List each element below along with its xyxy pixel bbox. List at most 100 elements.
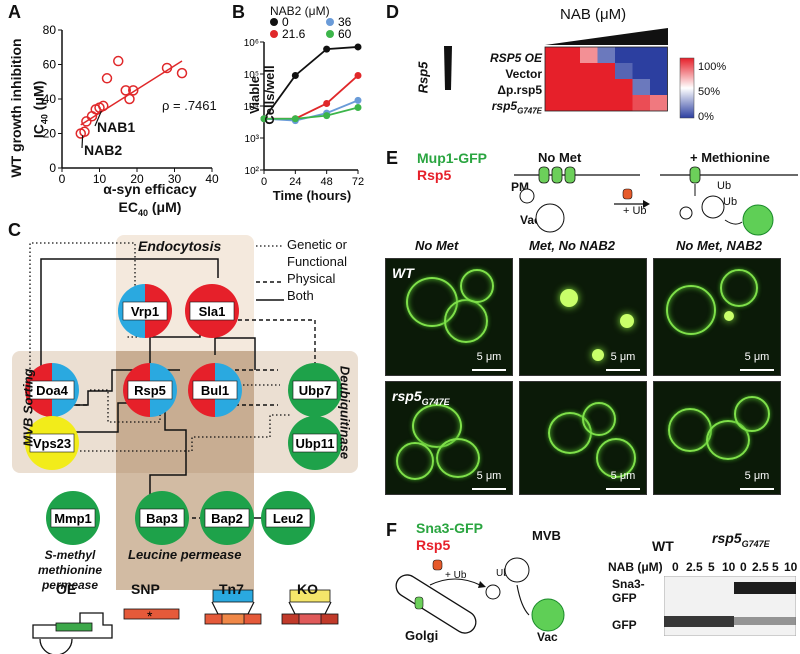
region-endocytosis-label: Endocytosis: [138, 238, 222, 254]
a-point: [81, 116, 92, 127]
a-point: [101, 73, 113, 84]
region-mvb-label: MVB Sorting: [20, 368, 36, 447]
node-ubp7: Ubp7: [288, 363, 342, 417]
to-vacuole-arrow: [724, 219, 743, 225]
key-snp-icon: *: [123, 608, 180, 624]
blot-rsp5-header: rsp5G747E: [712, 530, 770, 549]
heatmap-color-scale: [679, 57, 695, 119]
a-y-tick-label: 0: [49, 161, 56, 175]
row-label-wt: WT: [392, 265, 414, 281]
arrow-head-icon: [478, 581, 486, 588]
b-y-tick-label: 10²: [245, 166, 260, 177]
svg-text:Doa4: Doa4: [36, 383, 69, 398]
panel-f-label: F: [386, 520, 397, 540]
col-met-no-nab2: Met, No NAB2: [529, 238, 615, 253]
a-point: [79, 126, 90, 138]
edge-vps23-rsp5: [74, 402, 133, 433]
micrograph-rsp5-no-met: rsp5G747E 5 μm: [385, 381, 513, 495]
a-y-tick-label: 60: [43, 58, 57, 72]
panel-a-xlabel2: EC40 (μM): [118, 199, 182, 218]
a-point: [98, 100, 109, 112]
svg-text:Bap2: Bap2: [211, 511, 243, 526]
blot-band-sna3-label: Sna3- GFP: [612, 577, 645, 605]
row-rsp5-oe: RSP5 OE: [489, 51, 542, 65]
region-leucine-label: Leucine permease: [128, 547, 242, 562]
b-x-tick-label: 24: [289, 176, 301, 188]
panel-a-callout-nab2: NAB2: [84, 142, 123, 158]
rsp5-icon: [622, 188, 633, 200]
heatmap-cell: [650, 47, 668, 63]
b-series-line: [264, 74, 359, 120]
key-ko-icon: [281, 589, 339, 625]
heatmap-cell: [597, 95, 615, 111]
heatmap-cell: [562, 63, 580, 79]
heatmap-cell: [562, 47, 580, 63]
heatmap-cell: [632, 63, 650, 79]
key-oe-label: OE: [56, 581, 77, 597]
mvb-icon: [504, 557, 530, 583]
heatmap-cell: [615, 95, 633, 111]
b-point: [354, 103, 362, 111]
row-rsp5-g747e: rsp5G747E: [491, 99, 542, 116]
ub-arrow: [429, 578, 481, 586]
panel-e-label: E: [386, 148, 399, 168]
row-delta-p-rsp5: Δp.rsp5: [497, 83, 542, 97]
node-vps23: Vps23: [25, 416, 79, 470]
heatmap-cell: [597, 79, 615, 95]
svg-text:Sla1: Sla1: [199, 304, 226, 319]
a-point: [124, 93, 135, 105]
vacuole-green-icon: [742, 204, 774, 236]
b-point: [354, 43, 362, 51]
heatmap-cell: [580, 79, 598, 95]
svg-text:Leu2: Leu2: [273, 511, 303, 526]
node-sla1: Sla1: [185, 284, 239, 338]
region-deubiquitinase-label: Deubiquitinase: [337, 365, 353, 460]
heatmap-cell: [580, 95, 598, 111]
micrograph-rsp5-met: 5 μm: [519, 381, 647, 495]
mvb-icon: [701, 195, 725, 219]
scale-100: 100%: [698, 61, 727, 73]
to-vacuole-arrow: [516, 584, 530, 616]
key-oe-icon: [32, 612, 113, 654]
key-tn7-icon: [204, 589, 262, 625]
heatmap-cell: [650, 95, 668, 111]
col-no-met: No Met: [415, 238, 459, 253]
micrograph-rsp5-nab2: 5 μm: [653, 381, 781, 495]
node-leu2: Leu2: [261, 491, 315, 545]
panel-e-schematic: [514, 166, 798, 236]
panel-a-ylabel: WT growth inhibition: [8, 38, 24, 178]
panel-c-legend: Genetic or Functional Physical Both: [287, 236, 347, 304]
a-nab1-arrow: [94, 110, 102, 127]
row-label-rsp5: rsp5G747E: [392, 388, 450, 407]
a-y-tick-label: 20: [43, 127, 57, 141]
panel-e-legend-rsp5: Rsp5: [417, 167, 452, 183]
heatmap-cell: [597, 63, 615, 79]
node-vrp1: Vrp1: [118, 284, 172, 338]
a-x-tick-label: 10: [93, 172, 107, 186]
panel-e-legend-mup1: Mup1-GFP: [417, 150, 487, 166]
b-x-tick-label: 72: [352, 176, 364, 188]
panel-f-golgi: Golgi: [405, 628, 439, 643]
blot-nab-label: NAB (μM): [608, 560, 663, 574]
node-bap2: Bap2: [200, 491, 254, 545]
b-y-tick-label: 10⁵: [244, 70, 259, 81]
heatmap-cell: [615, 63, 633, 79]
b-y-tick-label: 10³: [245, 134, 260, 145]
endosome-icon: [679, 206, 693, 220]
legend-both: Both: [287, 288, 314, 303]
a-point: [120, 85, 131, 96]
b-legend-label: 36: [338, 15, 352, 29]
panel-a-rho: ρ = .7461: [162, 98, 217, 113]
blot-band-gfp-label: GFP: [612, 618, 637, 632]
heatmap-cell: [545, 63, 563, 79]
scale-0: 0%: [698, 111, 714, 123]
panel-d-label: D: [386, 2, 399, 22]
vesicle-icon: [485, 584, 501, 600]
band-sna3-mutant: [734, 582, 796, 594]
mup1-icon: [538, 166, 550, 184]
panel-b-xlabel: Time (hours): [272, 188, 352, 203]
nab-gradient-wedge: [545, 28, 668, 45]
b-legend-label: 60: [338, 27, 352, 41]
rsp5-icon: [432, 559, 443, 571]
b-x-tick-label: 0: [261, 176, 267, 188]
